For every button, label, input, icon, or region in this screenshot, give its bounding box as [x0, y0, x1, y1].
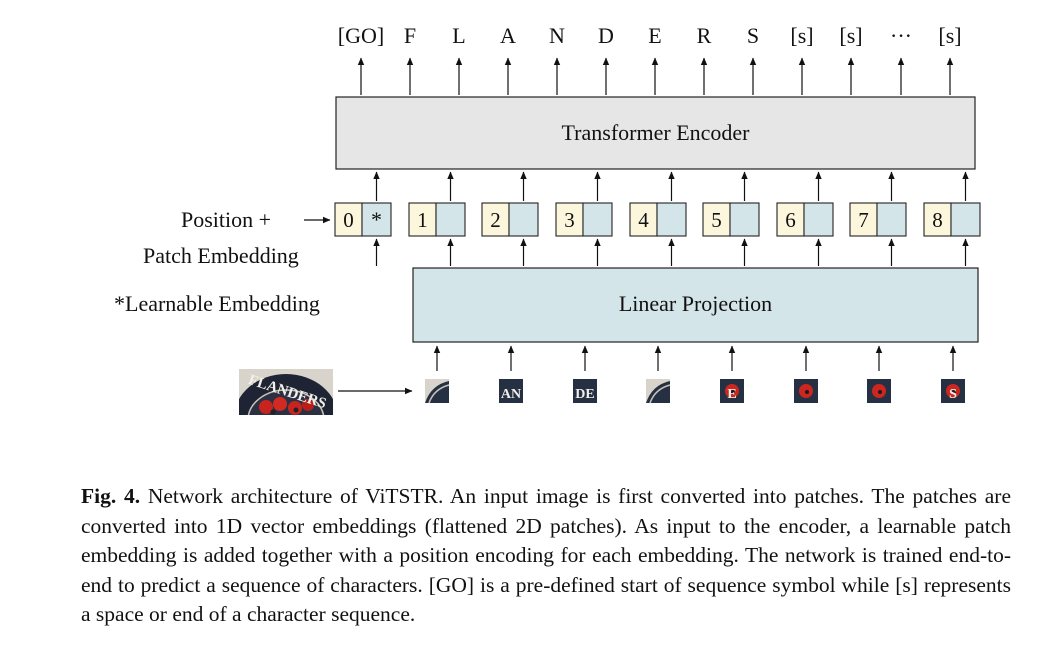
output-token: D	[598, 23, 614, 48]
learnable-embedding-box	[361, 202, 392, 237]
patch-embedding-box	[950, 202, 981, 237]
output-token: [s]	[790, 23, 813, 48]
legend-learnable-embedding: *Learnable Embedding	[114, 291, 320, 316]
input-image: FLANDERS	[239, 369, 333, 415]
output-token: F	[404, 23, 416, 48]
image-patch: DE	[573, 379, 597, 403]
position-embedding-box	[334, 202, 363, 237]
patch-glyph: DE	[575, 387, 594, 402]
patch-glyph: S	[949, 387, 957, 402]
patch-glyph: AN	[501, 387, 521, 402]
output-token: [s]	[839, 23, 862, 48]
position-number: 6	[785, 208, 796, 232]
patch-embedding-box	[803, 202, 834, 237]
encoder-input-arrows	[373, 171, 969, 201]
embedding-row: 0 * 1 2 3 4 5 6 7 8	[334, 202, 981, 237]
patch-embedding-box	[656, 202, 687, 237]
patch-embedding-box	[435, 202, 466, 237]
position-number: 8	[932, 208, 943, 232]
patch-embedding-box	[729, 202, 760, 237]
image-patch: E	[720, 379, 744, 403]
image-patch	[794, 379, 818, 403]
position-embedding-box	[702, 202, 731, 237]
caption-text: Network architecture of ViTSTR. An input…	[81, 484, 1011, 626]
transformer-encoder-label: Transformer Encoder	[562, 120, 751, 145]
legend-patch-embedding: Patch Embedding	[143, 243, 299, 268]
figure-label: Fig. 4.	[81, 484, 141, 508]
output-token: R	[697, 23, 712, 48]
output-token: A	[500, 23, 516, 48]
image-patch: S	[941, 379, 965, 403]
image-patch: AN	[499, 379, 523, 403]
linear-projection-label: Linear Projection	[619, 291, 772, 316]
position-number: 4	[638, 208, 649, 232]
image-patch	[425, 379, 450, 404]
linear-projection-box	[412, 267, 979, 343]
patch-embedding-box	[876, 202, 907, 237]
patch-embedding-box	[508, 202, 539, 237]
output-tokens: [GO] F L A N D E R S [s] [s] ··· [s]	[338, 23, 962, 48]
output-arrows	[357, 57, 954, 95]
output-token: N	[549, 23, 565, 48]
output-token: [GO]	[338, 23, 384, 48]
image-patch	[646, 379, 671, 404]
output-token: ···	[890, 23, 912, 48]
position-number: 1	[417, 208, 428, 232]
image-patch	[867, 379, 891, 403]
output-token: S	[747, 23, 759, 48]
position-number: 7	[858, 208, 869, 232]
position-number: 3	[564, 208, 575, 232]
output-token: [s]	[938, 23, 961, 48]
figure-caption: Fig. 4. Network architecture of ViTSTR. …	[81, 482, 1011, 630]
image-patches: AN DE E S	[425, 379, 965, 404]
output-token: E	[648, 23, 661, 48]
legend-position: Position +	[181, 207, 271, 232]
projection-output-arrows	[373, 238, 969, 266]
position-number: 5	[711, 208, 722, 232]
patch-input-arrows	[433, 345, 957, 371]
position-number: 2	[490, 208, 501, 232]
learnable-marker: *	[371, 207, 382, 232]
position-embedding-box	[629, 202, 658, 237]
patch-embedding-box	[582, 202, 613, 237]
transformer-encoder-box	[335, 96, 976, 170]
position-embedding-box	[555, 202, 584, 237]
output-token: L	[452, 23, 465, 48]
position-number: 0	[343, 208, 354, 232]
position-embedding-box	[408, 202, 437, 237]
position-embedding-box	[849, 202, 878, 237]
patch-glyph: E	[727, 387, 736, 402]
